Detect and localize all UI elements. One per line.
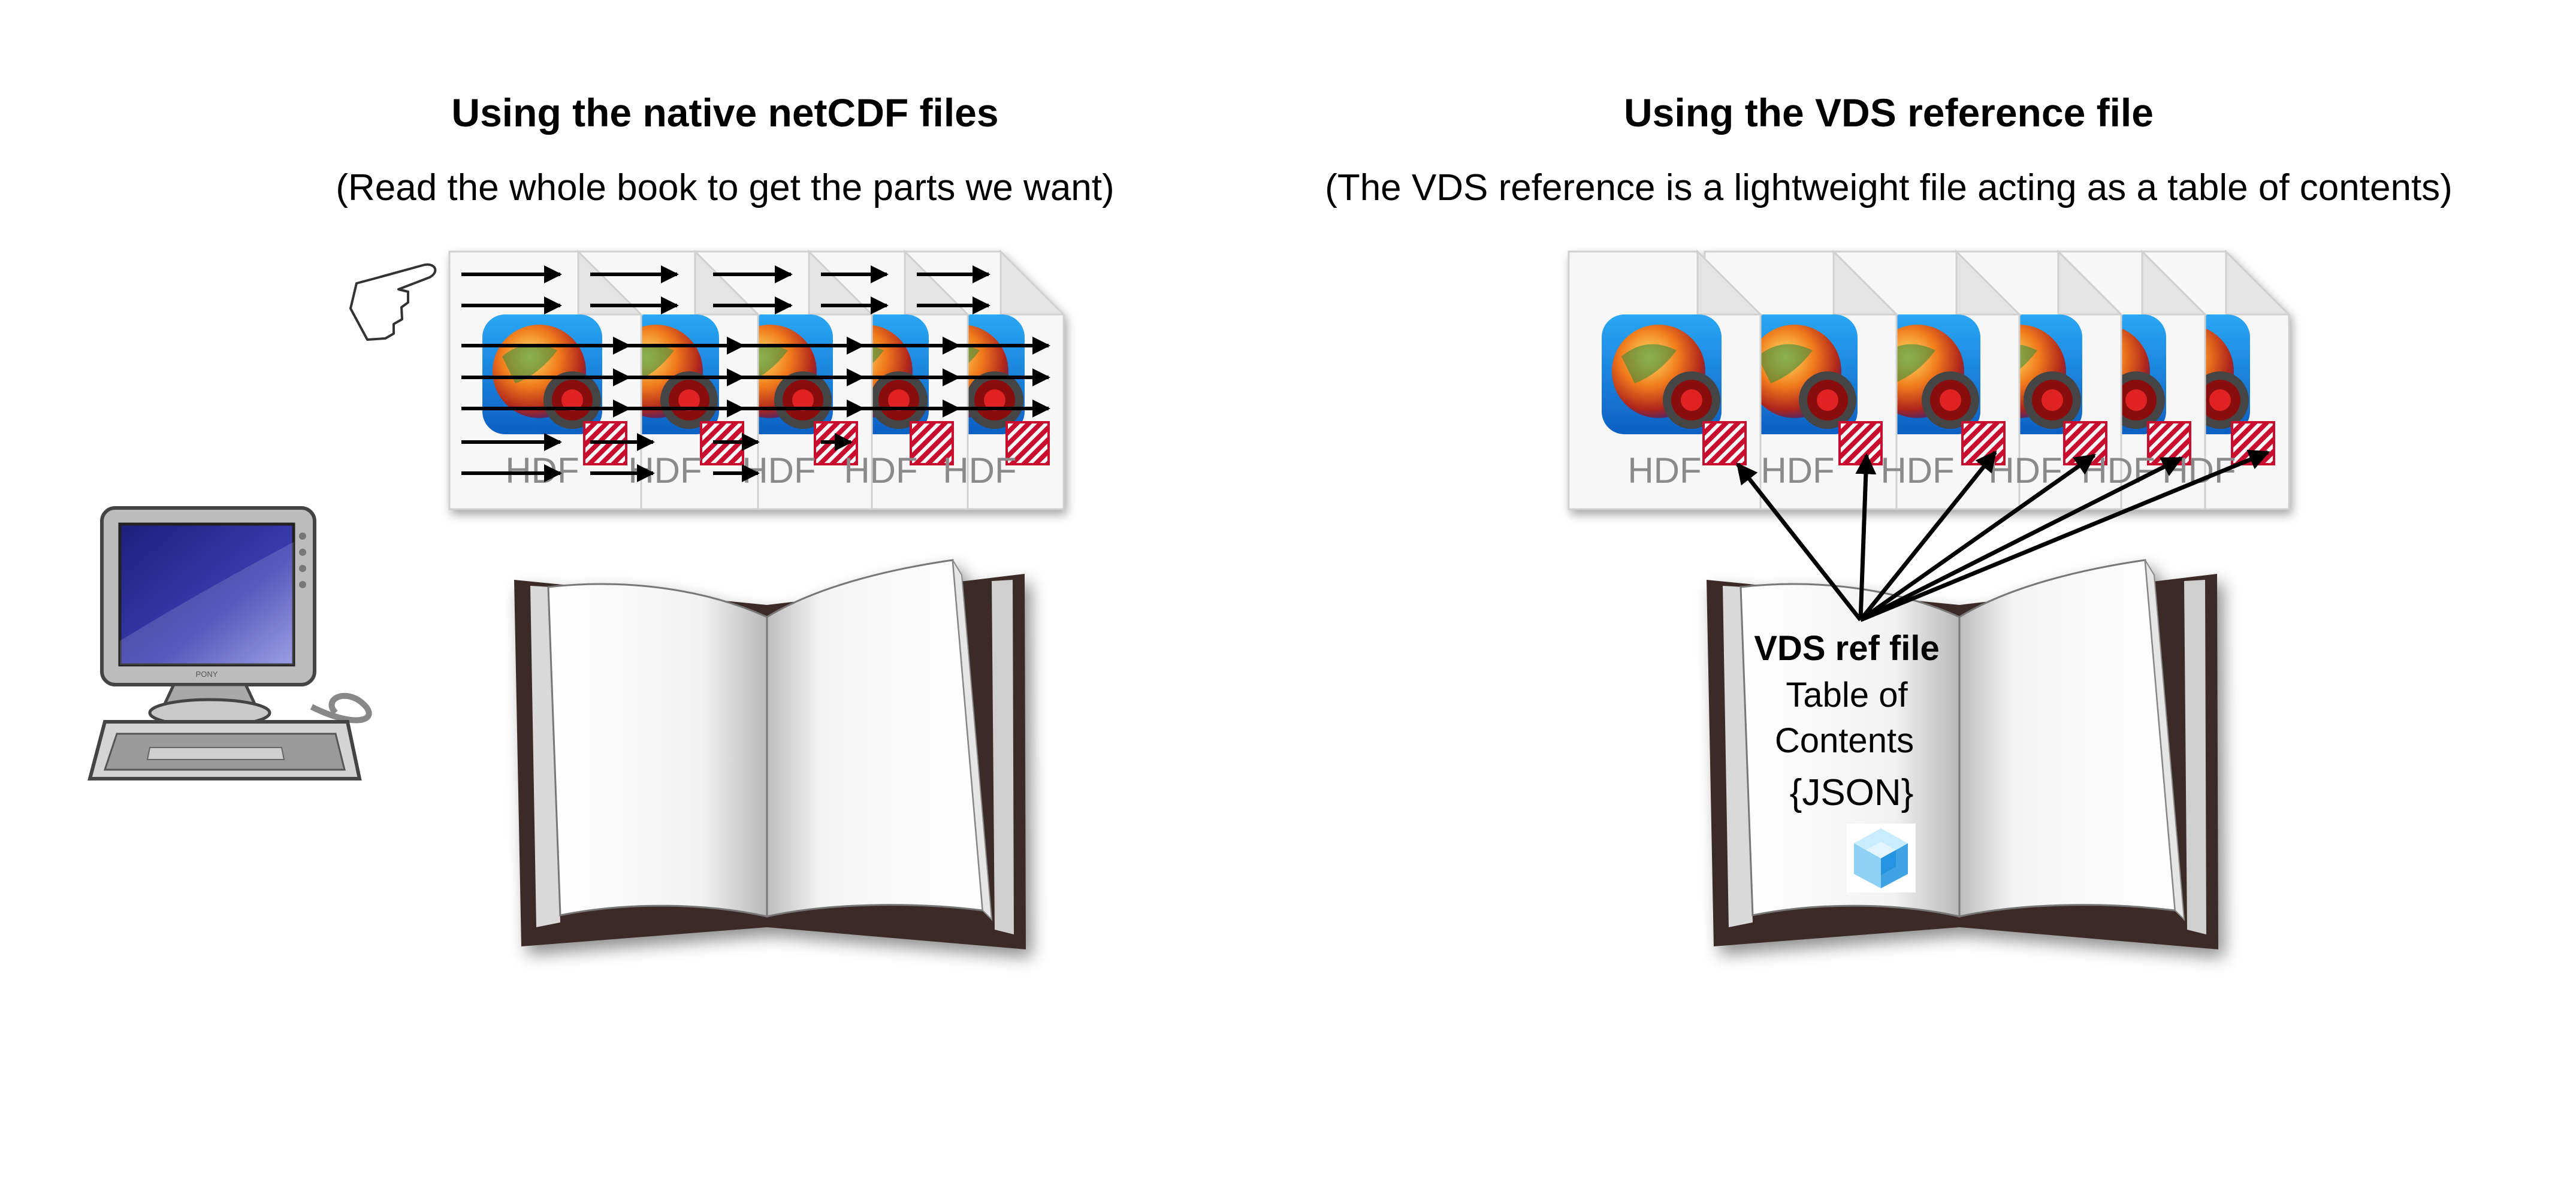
right-subtitle: (The VDS reference is a lightweight file… <box>1325 167 2453 208</box>
hdf-label: HDF <box>505 450 579 491</box>
hdf-label: HDF <box>1880 450 1954 491</box>
hdf-label: HDF <box>844 450 917 491</box>
hdf-label: HDF <box>1760 450 1834 491</box>
book-toc-line2: Contents <box>1774 721 1914 760</box>
hdf-label: HDF <box>742 450 816 491</box>
cube-icon <box>1847 824 1916 892</box>
hdf-label: HDF <box>628 450 702 491</box>
book-title-text: VDS ref file <box>1754 629 1940 668</box>
right-file-stack: HDF HDF HDF HDF HDF HDF <box>1568 250 2290 510</box>
hdf-label: HDF <box>1627 450 1701 491</box>
left-file-stack: HDF HDF HDF HDF HDF <box>448 250 1065 510</box>
pointing-hand-icon <box>349 263 437 341</box>
book-json-label: {JSON} <box>1789 772 1914 813</box>
computer-brand: PONY <box>196 670 218 679</box>
desktop-computer-icon: PONY <box>87 506 372 780</box>
hdf-label: HDF <box>943 450 1016 491</box>
left-title: Using the native netCDF files <box>451 90 999 135</box>
book-toc-line1: Table of <box>1786 676 1908 715</box>
left-subtitle: (Read the whole book to get the parts we… <box>336 167 1115 208</box>
open-book-left <box>514 559 1026 949</box>
open-book-right <box>1707 559 2218 949</box>
reference-arrows <box>1736 449 2270 622</box>
right-title: Using the VDS reference file <box>1624 90 2154 135</box>
reading-arrows <box>461 265 1050 482</box>
